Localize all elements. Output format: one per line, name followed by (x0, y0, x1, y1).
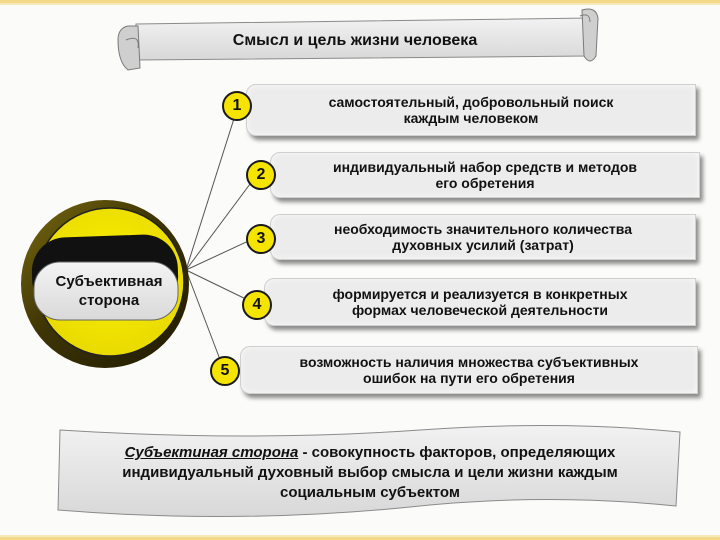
number-badge-4: 4 (242, 290, 272, 320)
item-box-5: возможность наличия множества субъективн… (240, 346, 698, 394)
number-badge-5: 5 (210, 356, 240, 386)
title-scroll-banner (117, 8, 599, 71)
item-5-line-2: ошибок на пути его обретения (363, 370, 575, 386)
item-5-line-1: возможность наличия множества субъективн… (299, 354, 639, 370)
definition-line-1: - совокупность факторов, определяющих (298, 444, 616, 461)
top-decor-stripe-light (0, 3, 720, 5)
item-box-3: необходимость значительного количества д… (270, 214, 696, 260)
item-1-line-2: каждым человеком (403, 110, 539, 126)
item-3-line-2: духовных усилий (затрат) (392, 237, 574, 253)
number-badge-2: 2 (246, 160, 276, 190)
definition-text: Субъектиная сторона - совокупность факто… (70, 436, 670, 510)
item-3-line-1: необходимость значительного количества (334, 221, 632, 237)
center-disc (21, 200, 189, 368)
definition-line-2: индивидуальный духовный выбор смысла и ц… (122, 464, 618, 481)
center-label-line-2: сторона (78, 292, 140, 309)
definition-ribbon (57, 424, 681, 518)
top-decor-stripe (0, 0, 720, 3)
center-label-line-1: Субъективная (55, 273, 163, 290)
item-4-line-2: формах человеческой деятельности (351, 302, 609, 318)
item-4-line-1: формируется и реализуется в конкретных (332, 286, 628, 302)
item-box-2: индивидуальный набор средств и методов е… (270, 152, 700, 198)
item-box-4: формируется и реализуется в конкретных ф… (264, 278, 696, 326)
page-title: Смысл и цель жизни человека (232, 32, 478, 49)
definition-line-3: социальным субъектом (280, 484, 460, 501)
item-2-line-2: его обретения (435, 175, 535, 191)
bottom-decor-stripe (0, 537, 720, 540)
item-box-1: самостоятельный, добровольный поиск кажд… (246, 84, 696, 136)
bottom-decor-stripe-light (0, 535, 720, 537)
item-2-line-1: индивидуальный набор средств и методов (332, 159, 637, 175)
definition-term: Субъектиная сторона (124, 444, 299, 461)
item-1-line-1: самостоятельный, добровольный поиск (328, 94, 614, 110)
number-badge-1: 1 (222, 91, 252, 121)
center-label: Субъективная сторона (44, 268, 174, 314)
number-badge-3: 3 (246, 224, 276, 254)
connector-lines (185, 105, 257, 371)
